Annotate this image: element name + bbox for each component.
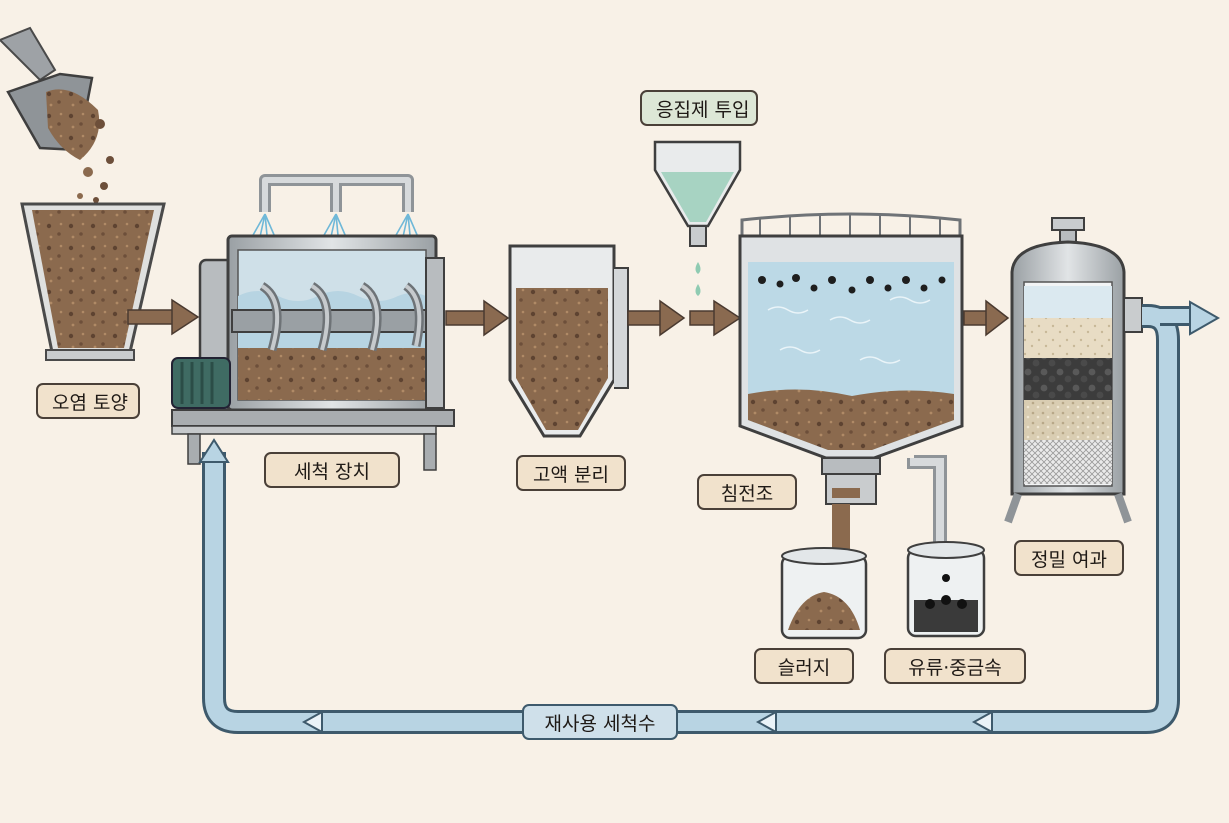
label-oil-heavy-metal: 유류·중금속: [884, 648, 1026, 684]
filtration-column: [1004, 217, 1143, 524]
label-contaminated-soil: 오염 토양: [36, 383, 140, 419]
excavator-bucket: [0, 26, 114, 203]
flow-arrow-4: [963, 299, 1010, 337]
sedimentation-tank: [738, 212, 964, 560]
label-solid-liquid-separation: 고액 분리: [516, 455, 626, 491]
oil-metal-container: [906, 541, 986, 638]
recycle-pipe: [198, 300, 1221, 734]
flow-arrow-2: [445, 299, 510, 337]
label-coagulant-dosing: 응집제 투입: [640, 90, 758, 126]
soil-hopper: [20, 202, 166, 361]
washing-drum: [171, 174, 455, 471]
label-reuse-wash-water: 재사용 세척수: [522, 704, 678, 740]
label-precision-filtration: 정밀 여과: [1014, 540, 1124, 576]
label-sedimentation-tank: 침전조: [697, 474, 797, 510]
flow-arrow-3: [627, 299, 742, 337]
sludge-container: [780, 547, 868, 640]
separation-tank: [508, 244, 629, 438]
coagulant-funnel: [653, 140, 742, 296]
label-washing-device: 세척 장치: [264, 452, 400, 488]
flow-arrow-1: [127, 298, 200, 336]
label-sludge: 슬러지: [754, 648, 854, 684]
